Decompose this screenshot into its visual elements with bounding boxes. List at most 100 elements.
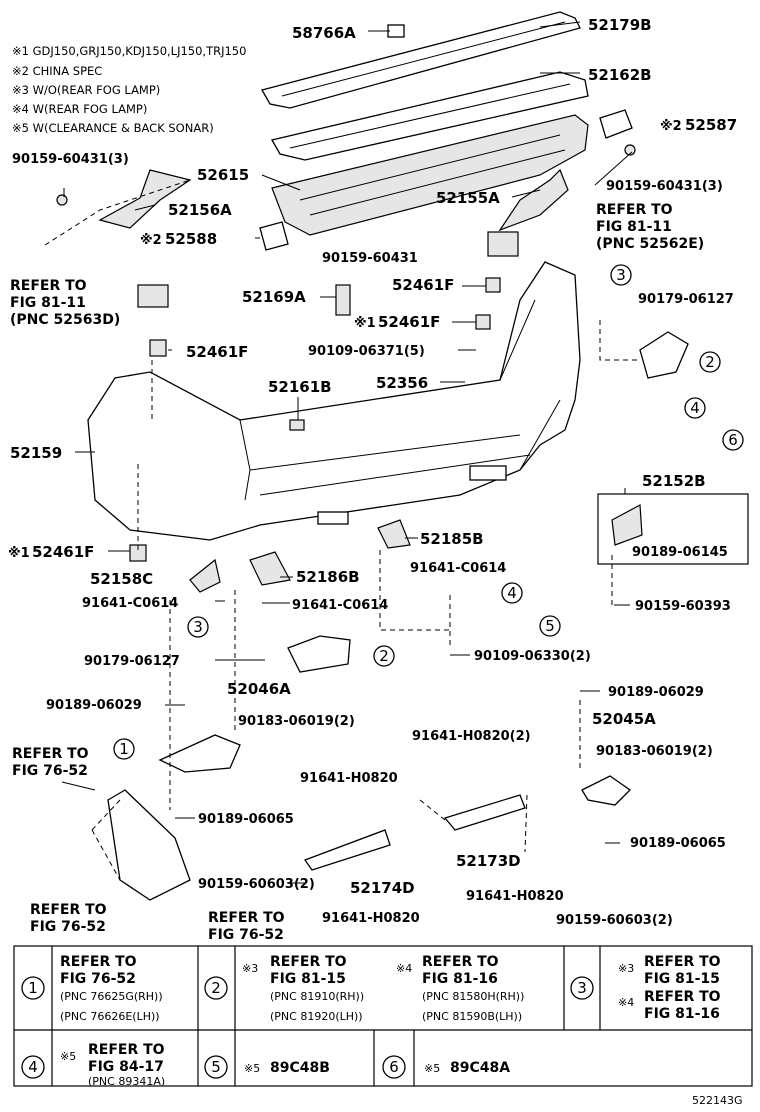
legend-table: 1 REFER TO FIG 76-52 (PNC 76625G(RH)) (P… <box>13 945 753 1088</box>
label-52162B: 52162B <box>588 66 652 84</box>
legend-1-line2: FIG 76-52 <box>60 971 136 987</box>
callout-2: 2 <box>705 353 715 371</box>
legend-1-line1: REFER TO <box>60 954 137 970</box>
label-90159-60393: 90159-60393 <box>635 599 731 614</box>
part-52461F-shape <box>149 339 167 357</box>
label-90159-60603-2-right: 90159-60603(2) <box>556 913 673 928</box>
legend-2b-line3: (PNC 81580H(RH)) <box>422 990 524 1003</box>
lower-parts <box>91 734 632 901</box>
note-2: ※2 CHINA SPEC <box>12 64 102 78</box>
label-90159-60603-2-left: 90159-60603(2) <box>198 877 315 892</box>
legend-3-mark1: ※3 <box>618 962 634 975</box>
label-90179-06127-bottom: 90179-06127 <box>84 654 180 669</box>
spec-notes: ※1 GDJ150,GRJ150,KDJ150,LJ150,TRJ150 ※2 … <box>12 44 246 135</box>
legend-5-number: 5 <box>211 1058 221 1076</box>
label-52169A: 52169A <box>242 288 306 306</box>
part-52158C-shape <box>189 558 221 593</box>
label-52159: 52159 <box>10 444 62 462</box>
label-52461F-bottom-mark: ※1 <box>8 546 30 561</box>
label-52152B: 52152B <box>642 472 706 490</box>
reinforcement-parts <box>56 11 636 308</box>
legend-6-text: 89C48A <box>450 1060 510 1076</box>
rear-lamp-right-shape <box>639 331 689 379</box>
part-52461F-shape <box>475 314 491 330</box>
legend-1-number: 1 <box>28 979 38 997</box>
callout-1: 1 <box>119 740 129 758</box>
label-52156A: 52156A <box>168 201 232 219</box>
label-52186B: 52186B <box>296 568 360 586</box>
label-ref-76-52-c-1: REFER TO <box>208 910 285 926</box>
label-90189-06029-left: 90189-06029 <box>46 698 142 713</box>
callout-3: 3 <box>193 618 203 636</box>
label-91641-C0614-left: 91641-C0614 <box>82 596 178 611</box>
label-52179B: 52179B <box>588 16 652 34</box>
legend-5-text: 89C48B <box>270 1060 330 1076</box>
legend-5-mark: ※5 <box>244 1062 260 1075</box>
part-labels: 58766A 52179B 52162B ※2 52587 90159-6043… <box>8 16 737 943</box>
label-52461F-mid: 52461F <box>378 313 440 331</box>
label-52587-mark: ※2 <box>660 119 682 134</box>
label-91641-C0614-mid: 91641-C0614 <box>292 598 388 613</box>
rear-lamp-left-shape <box>287 635 351 673</box>
label-90159-60431: 90159-60431 <box>322 251 418 266</box>
label-91641-H0820-a: 91641-H0820 <box>300 771 398 786</box>
part-52186B-shape <box>249 551 291 586</box>
label-52461F-mark1: ※1 <box>354 316 376 331</box>
legend-4-line2: FIG 84-17 <box>88 1059 164 1075</box>
bumper-cover <box>87 261 749 673</box>
leader-lines <box>61 21 633 884</box>
note-1: ※1 GDJ150,GRJ150,KDJ150,LJ150,TRJ150 <box>12 44 246 58</box>
label-52461F-bottom: 52461F <box>32 543 94 561</box>
label-90159-60431-3-left: 90159-60431(3) <box>12 152 129 167</box>
note-4: ※4 W(REAR FOG LAMP) <box>12 102 147 116</box>
part-52169A-shape <box>335 284 351 316</box>
part-52461F-shape <box>485 277 501 293</box>
bumper-slot-shape <box>317 511 349 525</box>
callout-6: 6 <box>728 431 738 449</box>
label-ref-81-11-left-1: REFER TO <box>10 278 87 294</box>
label-52356: 52356 <box>376 374 428 392</box>
label-52046A: 52046A <box>227 680 291 698</box>
legend-3-number: 3 <box>577 979 587 997</box>
assembly-lines <box>44 179 640 853</box>
label-91641-H0820-b: 91641-H0820 <box>466 889 564 904</box>
part-52161B-shape <box>289 419 305 431</box>
label-90189-06065-left: 90189-06065 <box>198 812 294 827</box>
label-90189-06145: 90189-06145 <box>632 545 728 560</box>
bolt-icon <box>624 144 636 156</box>
part-52045A-shape <box>581 775 632 806</box>
label-52461F-top: 52461F <box>392 276 454 294</box>
legend-2b-line2: FIG 81-16 <box>422 971 498 987</box>
label-52045A: 52045A <box>592 710 656 728</box>
connector-left-shape <box>137 284 169 308</box>
part-52588-shape <box>259 221 289 251</box>
label-ref-81-11-right-2: FIG 81-11 <box>596 219 672 235</box>
mud-guard-shape <box>107 789 191 901</box>
callout-4: 4 <box>690 399 700 417</box>
legend-2a-line2: FIG 81-15 <box>270 971 346 987</box>
label-52588: 52588 <box>165 230 217 248</box>
label-91641-H0820-c: 91641-H0820 <box>322 911 420 926</box>
label-52587: 52587 <box>685 116 737 134</box>
connector-right-shape <box>487 231 519 257</box>
label-ref-81-11-right-1: REFER TO <box>596 202 673 218</box>
callout-3: 3 <box>616 266 626 284</box>
label-90109-06371-5: 90109-06371(5) <box>308 344 425 359</box>
label-52588-mark: ※2 <box>140 233 162 248</box>
legend-2b-line1: REFER TO <box>422 954 499 970</box>
legend-2a-mark: ※3 <box>242 962 258 975</box>
callouts: 3 2 4 6 4 5 3 2 1 <box>113 264 744 760</box>
label-52615: 52615 <box>197 166 249 184</box>
diagram-code: 522143G <box>692 1094 743 1107</box>
part-52156A-shape <box>98 169 192 229</box>
label-ref-81-11-right-3: (PNC 52562E) <box>596 236 704 252</box>
part-52173D-shape <box>443 794 526 831</box>
callout-5: 5 <box>545 617 555 635</box>
label-52185B: 52185B <box>420 530 484 548</box>
legend-4-number: 4 <box>28 1058 38 1076</box>
label-52461F-left: 52461F <box>186 343 248 361</box>
callout-4: 4 <box>507 584 517 602</box>
label-90179-06127-top: 90179-06127 <box>638 292 734 307</box>
part-52152B-shape <box>611 504 643 546</box>
label-ref-76-52-c-2: FIG 76-52 <box>208 927 284 943</box>
